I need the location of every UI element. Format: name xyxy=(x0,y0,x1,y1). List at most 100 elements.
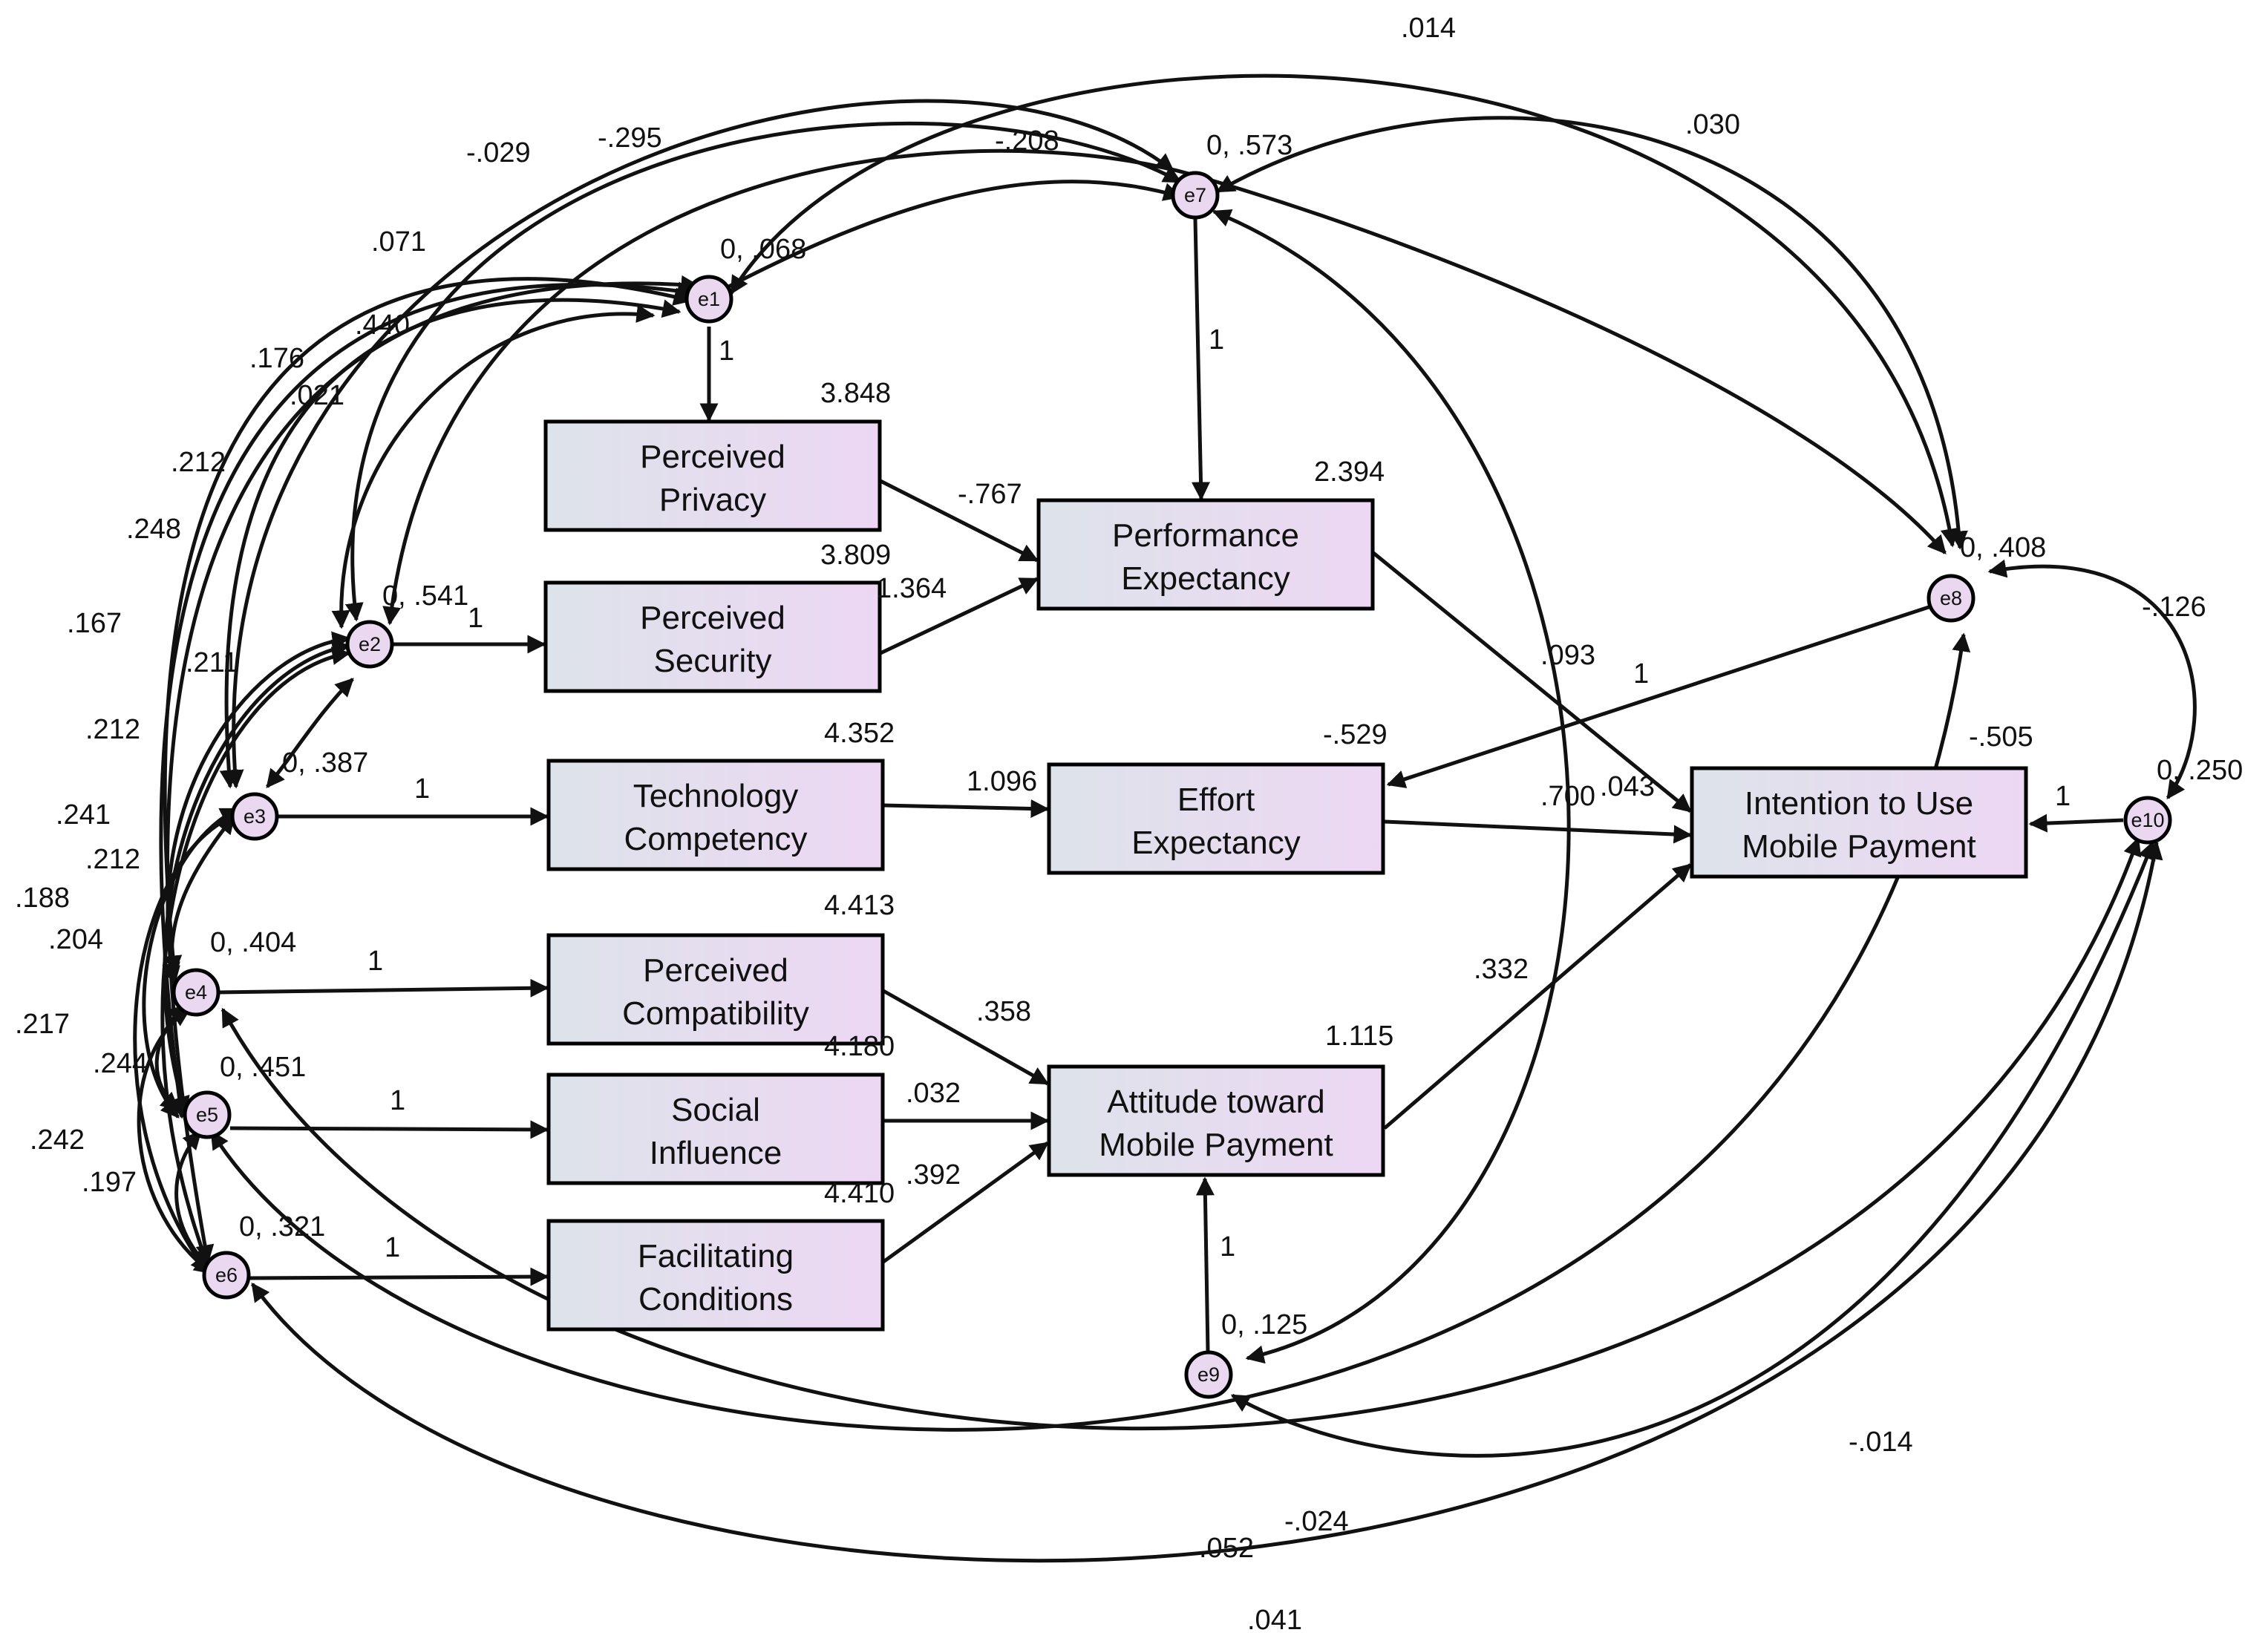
cov-label-6: .071 xyxy=(371,226,426,258)
cov-label-20: .244 xyxy=(93,1048,148,1079)
svg-text:Technology: Technology xyxy=(633,778,799,814)
label-fix-e6: 1 xyxy=(385,1232,400,1263)
error-e8: e8 xyxy=(1927,574,1975,623)
error-e3: e3 xyxy=(230,792,279,841)
box-attitude-toward-mobile-payment: Attitude toward Mobile Payment xyxy=(1047,1064,1385,1177)
cov-label-19: .217 xyxy=(15,1009,70,1040)
label-pe-itu: .093 xyxy=(1540,640,1595,671)
variance-e7: 0, .573 xyxy=(1206,130,1293,161)
path-e9-at xyxy=(1195,1176,1215,1352)
cov-e5-e6 xyxy=(174,1130,213,1271)
svg-text:e7: e7 xyxy=(1184,184,1206,206)
svg-text:Attitude toward: Attitude toward xyxy=(1107,1084,1325,1120)
label-tc-ee: 1.096 xyxy=(967,766,1037,797)
label-pc-at: .358 xyxy=(976,996,1031,1027)
svg-text:e5: e5 xyxy=(196,1104,218,1126)
label-pp-pe: -.767 xyxy=(958,479,1022,510)
cov-label-13: .211 xyxy=(186,647,238,678)
box-performance-expectancy: Performance Expectancy xyxy=(1036,498,1375,611)
error-e9: e9 xyxy=(1184,1350,1233,1399)
svg-text:e8: e8 xyxy=(1940,587,1962,609)
cov-label-8: .176 xyxy=(249,343,304,374)
svg-text:e6: e6 xyxy=(215,1264,238,1286)
svg-text:Social: Social xyxy=(671,1092,760,1128)
label-fix-e9: 1 xyxy=(1220,1231,1235,1263)
label-fix-e2: 1 xyxy=(468,603,483,634)
svg-text:Expectancy: Expectancy xyxy=(1131,825,1300,861)
box-perceived-compatibility: Perceived Compatibility xyxy=(546,933,885,1046)
label-fix-e7: 1 xyxy=(1209,324,1224,356)
cov-e8-e10 xyxy=(1987,559,2197,800)
path-ee-itu xyxy=(1384,819,1693,844)
label-ee-itu: .700 xyxy=(1540,781,1595,812)
cov-e4-e6 xyxy=(137,1007,213,1274)
variance-e6: 0, .321 xyxy=(239,1211,325,1242)
covariance-curves xyxy=(133,73,2197,1562)
svg-text:e1: e1 xyxy=(698,288,720,310)
path-e10-itu xyxy=(2028,813,2124,833)
cov-label-21: .242 xyxy=(30,1124,85,1156)
path-e4-pc xyxy=(217,978,549,998)
label-ps-pe: 1.364 xyxy=(876,573,947,604)
variance-e1: 0, .068 xyxy=(720,234,806,265)
cov-label-10: .212 xyxy=(171,447,226,478)
svg-text:e4: e4 xyxy=(185,981,207,1003)
cov-e6-e10 xyxy=(250,840,2163,1562)
path-e7-pe xyxy=(1192,218,1211,501)
svg-text:Competency: Competency xyxy=(624,821,807,857)
path-e6-fc xyxy=(249,1267,549,1286)
cov-label-25: -.024 xyxy=(1284,1506,1349,1537)
label-fc-at: .392 xyxy=(906,1159,961,1191)
error-e1: e1 xyxy=(684,275,733,324)
intercept-fc: 4.410 xyxy=(824,1178,895,1209)
svg-text:Perceived: Perceived xyxy=(643,952,788,989)
label-fix-e5: 1 xyxy=(390,1085,405,1116)
svg-text:e9: e9 xyxy=(1197,1363,1220,1386)
variance-e2: 0, .541 xyxy=(382,580,468,612)
box-intention-to-use-mobile-payment: Intention to Use Mobile Payment xyxy=(1690,766,2028,879)
cov-label-15: .241 xyxy=(56,799,111,831)
cov-label-4: -.295 xyxy=(598,122,662,154)
cov-e7-e8 xyxy=(1215,116,1968,550)
error-e4: e4 xyxy=(171,968,220,1017)
variance-labels: 0, .068 0, .541 0, .387 0, .404 0, .451 … xyxy=(210,130,2243,1340)
svg-text:e3: e3 xyxy=(244,805,266,828)
box-social-influence: Social Influence xyxy=(546,1073,885,1185)
error-e10: e10 xyxy=(2123,796,2172,845)
cov-label-26: .052 xyxy=(1199,1533,1254,1564)
cov-label-22: .197 xyxy=(82,1167,137,1198)
svg-text:Expectancy: Expectancy xyxy=(1121,560,1290,597)
label-fix-e4: 1 xyxy=(367,946,383,977)
svg-text:e2: e2 xyxy=(359,633,381,655)
path-ps-pe xyxy=(879,577,1039,655)
path-labels: -.767 1.364 1.096 .358 .032 .392 .093 .7… xyxy=(367,324,2071,1263)
cov-label-2: .030 xyxy=(1685,109,1740,140)
covariance-labels: .014 .030 -.029 -.295 -.208 .071 .440 .1… xyxy=(15,13,2206,1636)
label-e8-ee: 1 xyxy=(1633,658,1649,690)
path-fc-at xyxy=(882,1141,1050,1264)
cov-label-17: .188 xyxy=(15,883,70,914)
path-pe-itu xyxy=(1372,551,1692,813)
intercept-si: 4.180 xyxy=(824,1031,895,1062)
path-e5-si xyxy=(229,1120,549,1139)
intercept-pc: 4.413 xyxy=(824,890,895,921)
variance-e3: 0, .387 xyxy=(282,747,368,779)
cov-e2-e6 xyxy=(160,646,351,1268)
path-pc-at xyxy=(882,989,1050,1086)
cov-label-5: -.208 xyxy=(995,125,1059,157)
intercept-pe: 2.394 xyxy=(1314,456,1385,488)
cov-label-27: .041 xyxy=(1247,1605,1302,1636)
label-itu-mid: .043 xyxy=(1600,771,1655,802)
variance-e5: 0, .451 xyxy=(220,1052,306,1083)
cov-label-9: .021 xyxy=(290,380,344,411)
variance-e10: 0, .250 xyxy=(2157,755,2243,786)
cov-label-24: -.014 xyxy=(1849,1427,1913,1458)
label-fix-e1: 1 xyxy=(719,335,734,367)
error-e5: e5 xyxy=(183,1090,232,1139)
label-at-itu: .332 xyxy=(1474,954,1529,985)
svg-text:Conditions: Conditions xyxy=(638,1281,793,1317)
intercept-itu: -.505 xyxy=(1969,721,2033,753)
svg-text:Mobile Payment: Mobile Payment xyxy=(1099,1127,1333,1163)
variance-e9: 0, .125 xyxy=(1221,1309,1307,1340)
intercept-at: 1.115 xyxy=(1325,1021,1393,1052)
